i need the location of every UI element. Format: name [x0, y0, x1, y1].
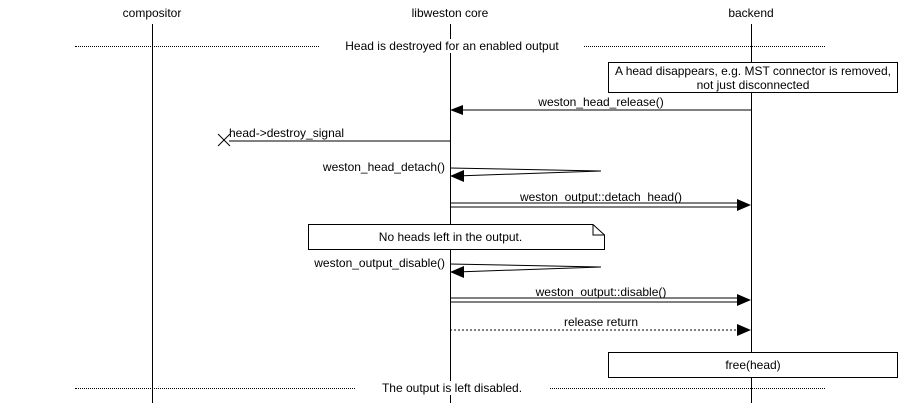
message-label-weston-output-disable-call: weston_output::disable() [535, 285, 667, 299]
participant-label-libweston-core: libweston core [411, 6, 489, 20]
note-free-head: free(head) [608, 352, 898, 378]
message-label-weston-output-disable: weston_output_disable() [314, 256, 445, 270]
message-label-head-destroy-signal: head->destroy_signal [229, 126, 345, 140]
message-label-weston-head-detach: weston_head_detach() [322, 160, 445, 174]
note-dogear-shape [308, 224, 605, 250]
lifeline-libweston-core [450, 24, 451, 403]
note-head-disappears: A head disappears, e.g. MST connector is… [608, 62, 898, 93]
note-no-heads-left-text: No heads left in the output. [378, 230, 523, 244]
note-free-head-text: free(head) [725, 358, 781, 372]
note-no-heads-left: No heads left in the output. [308, 224, 605, 250]
message-label-release-return: release return [563, 315, 639, 329]
participant-label-compositor: compositor [122, 6, 182, 20]
note-head-disappears-text: A head disappears, e.g. MST connector is… [615, 63, 891, 92]
message-label-weston-output-detach-head: weston_output::detach_head() [519, 190, 683, 204]
divider-label-bottom: The output is left disabled. [355, 381, 549, 395]
participant-label-backend: backend [728, 6, 774, 20]
message-label-weston-head-release: weston_head_release() [538, 95, 664, 109]
lifeline-backend [751, 24, 752, 403]
lifeline-compositor [152, 24, 153, 403]
divider-label-top: Head is destroyed for an enabled output [320, 39, 584, 53]
